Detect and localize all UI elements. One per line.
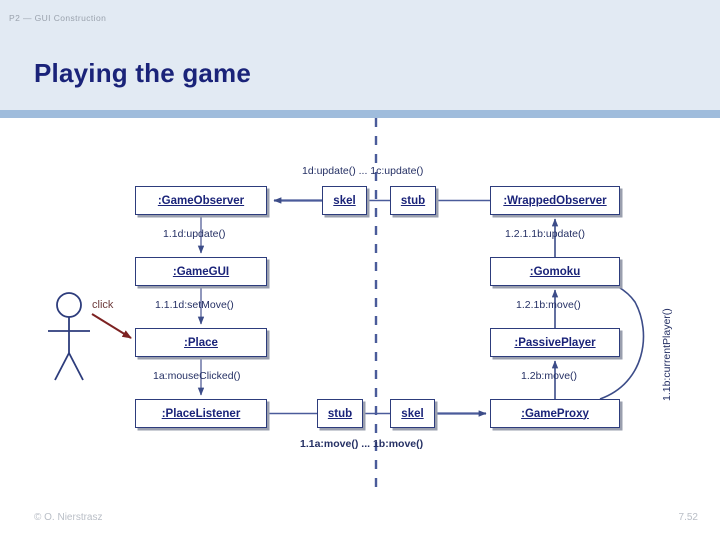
node-game-gui[interactable]: :GameGUI [135, 257, 267, 286]
edge-label-1-2-1-1b-update: 1.2.1.1b:update() [505, 228, 585, 240]
footer-page-number: 7.52 [678, 512, 698, 523]
edge-label-1-1b-currentplayer: 1.1b:currentPlayer() [661, 308, 673, 401]
edge-label-1-1d-update: 1.1d:update() [163, 228, 226, 240]
edge-label-1-1-1d-setmove: 1.1.1d:setMove() [155, 299, 234, 311]
node-gomoku[interactable]: :Gomoku [490, 257, 620, 286]
edge-label-1-2-1b-move: 1.2.1b:move() [516, 299, 581, 311]
node-stub-top[interactable]: stub [390, 186, 436, 215]
collaboration-diagram: :GameObserver skel stub :WrappedObserver… [0, 118, 720, 512]
edge-label-move-bottom: 1.1a:move() ... 1b:move() [300, 438, 424, 450]
header-rule [0, 110, 720, 118]
node-place[interactable]: :Place [135, 328, 267, 357]
page-title: Playing the game [34, 58, 252, 89]
node-stub-bottom[interactable]: stub [317, 399, 363, 428]
node-label: :GameGUI [172, 265, 230, 278]
node-wrapped-observer[interactable]: :WrappedObserver [490, 186, 620, 215]
node-label: :Place [184, 336, 218, 349]
node-label: stub [327, 407, 353, 420]
header-band [0, 0, 720, 110]
edge-label-update-top: 1d:update() ... 1c:update() [302, 165, 424, 177]
node-passive-player[interactable]: :PassivePlayer [490, 328, 620, 357]
node-label: :WrappedObserver [503, 194, 607, 207]
node-label: :GameObserver [157, 194, 245, 207]
node-label: :Gomoku [529, 265, 581, 278]
node-skel-top[interactable]: skel [322, 186, 367, 215]
user-actor-figure [48, 292, 90, 381]
node-label: :PlaceListener [161, 407, 241, 420]
footer-copyright: © O. Nierstrasz [34, 512, 103, 523]
click-label: click [92, 299, 114, 311]
header-kicker: P2 — GUI Construction [9, 13, 107, 23]
node-label: skel [401, 407, 424, 420]
click-arrow [91, 313, 132, 339]
node-label: :GameProxy [521, 407, 589, 420]
node-place-listener[interactable]: :PlaceListener [135, 399, 267, 428]
node-game-observer[interactable]: :GameObserver [135, 186, 267, 215]
node-label: :PassivePlayer [514, 336, 596, 349]
node-skel-bottom[interactable]: skel [390, 399, 435, 428]
node-label: skel [333, 194, 356, 207]
node-label: stub [400, 194, 426, 207]
node-game-proxy[interactable]: :GameProxy [490, 399, 620, 428]
edge-label-1a-mouseclicked: 1a:mouseClicked() [153, 370, 241, 382]
edge-label-1-2b-move: 1.2b:move() [521, 370, 578, 382]
diagram-connectors [48, 118, 645, 494]
